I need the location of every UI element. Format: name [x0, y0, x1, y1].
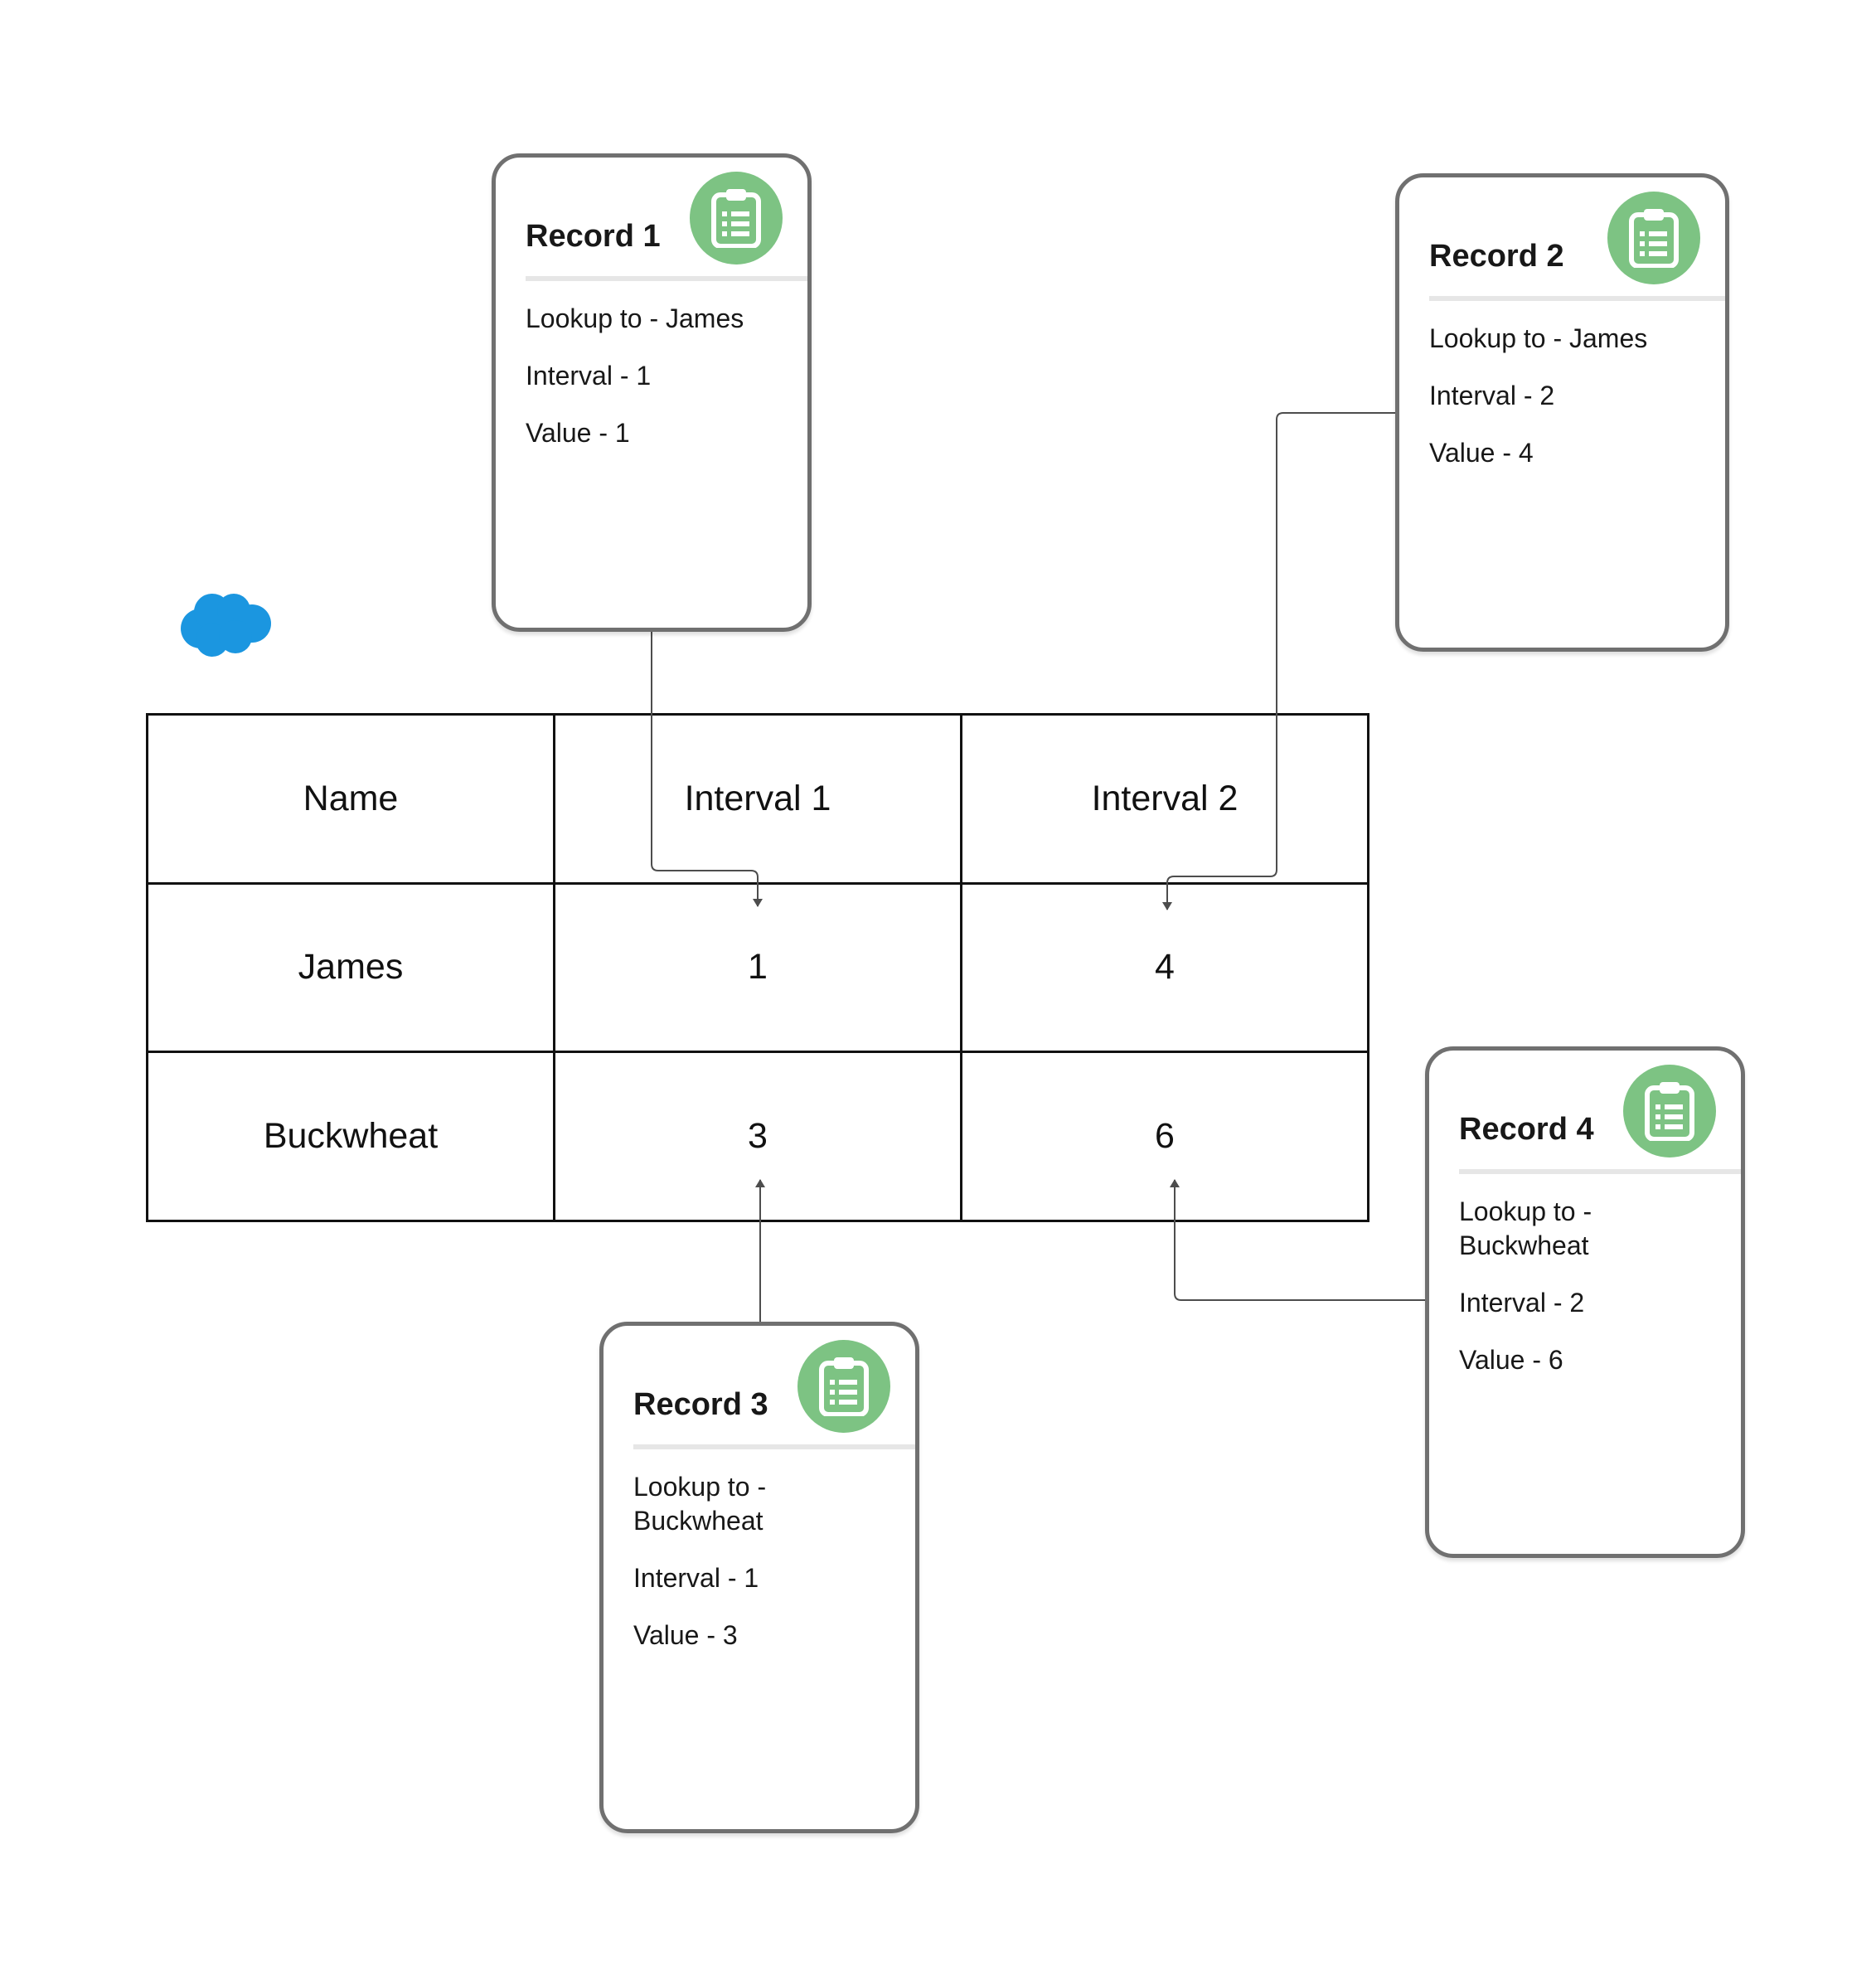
- interval-field: Interval - 1: [526, 361, 652, 391]
- clipboard-list-icon: [690, 172, 783, 265]
- header-cell-name: Name: [146, 713, 555, 885]
- record-card[interactable]: Record 4 Lookup to - Buckwheat Interval …: [1425, 1046, 1745, 1558]
- clipboard-list-icon: [1623, 1065, 1716, 1158]
- value-field: Value - 6: [1459, 1345, 1563, 1375]
- title-divider: [526, 276, 807, 281]
- table-row: James 1 4: [146, 881, 1369, 1054]
- lookup-field: Lookup to - Buckwheat: [633, 1472, 767, 1536]
- title-divider: [1429, 296, 1725, 301]
- cell-name: Buckwheat: [146, 1051, 555, 1222]
- value-field: Value - 4: [1429, 438, 1534, 468]
- record-fields: Lookup to - James Interval - 1 Value - 1: [526, 302, 789, 473]
- cell-name: James: [146, 881, 555, 1054]
- header-cell-interval-2: Interval 2: [960, 713, 1369, 885]
- value-field: Value - 1: [526, 418, 630, 448]
- title-divider: [1459, 1169, 1741, 1174]
- record-card[interactable]: Record 1 Lookup to - James Interval - 1 …: [492, 153, 812, 632]
- title-divider: [633, 1444, 915, 1449]
- record-fields: Lookup to - Buckwheat Interval - 1 Value…: [633, 1470, 897, 1676]
- lookup-field: Lookup to - Buckwheat: [1459, 1196, 1592, 1260]
- value-field: Value - 3: [633, 1620, 738, 1650]
- cloud-logo-icon: [181, 594, 271, 657]
- lookup-field: Lookup to - James: [526, 303, 744, 333]
- record-fields: Lookup to - James Interval - 2 Value - 4: [1429, 322, 1707, 493]
- record-title: Record 2: [1429, 239, 1564, 274]
- record-title: Record 3: [633, 1387, 768, 1422]
- table-row: Buckwheat 3 6: [146, 1051, 1369, 1222]
- interval-table: Name Interval 1 Interval 2 James 1 4 Buc…: [146, 713, 1369, 1222]
- cell-interval-2: 6: [960, 1051, 1369, 1222]
- table-header-row: Name Interval 1 Interval 2: [146, 713, 1369, 885]
- cell-interval-1: 3: [553, 1051, 962, 1222]
- lookup-field: Lookup to - James: [1429, 323, 1648, 353]
- cell-interval-2: 4: [960, 881, 1369, 1054]
- connector-record-2-to-james-interval-2: [1162, 412, 1395, 910]
- connector-record-1-to-james-interval-1: [651, 632, 763, 907]
- record-title: Record 4: [1459, 1112, 1594, 1147]
- cell-interval-1: 1: [553, 881, 962, 1054]
- interval-field: Interval - 2: [1459, 1288, 1585, 1318]
- clipboard-list-icon: [1607, 192, 1700, 284]
- interval-field: Interval - 2: [1429, 381, 1555, 410]
- record-fields: Lookup to - Buckwheat Interval - 2 Value…: [1459, 1195, 1723, 1400]
- connector-record-4-to-buckwheat-interval-2: [1170, 1179, 1425, 1301]
- record-title: Record 1: [526, 219, 661, 254]
- header-cell-interval-1: Interval 1: [553, 713, 962, 885]
- interval-field: Interval - 1: [633, 1563, 759, 1593]
- clipboard-list-icon: [797, 1340, 890, 1433]
- record-card[interactable]: Record 3 Lookup to - Buckwheat Interval …: [599, 1322, 919, 1833]
- record-card[interactable]: Record 2 Lookup to - James Interval - 2 …: [1395, 173, 1729, 652]
